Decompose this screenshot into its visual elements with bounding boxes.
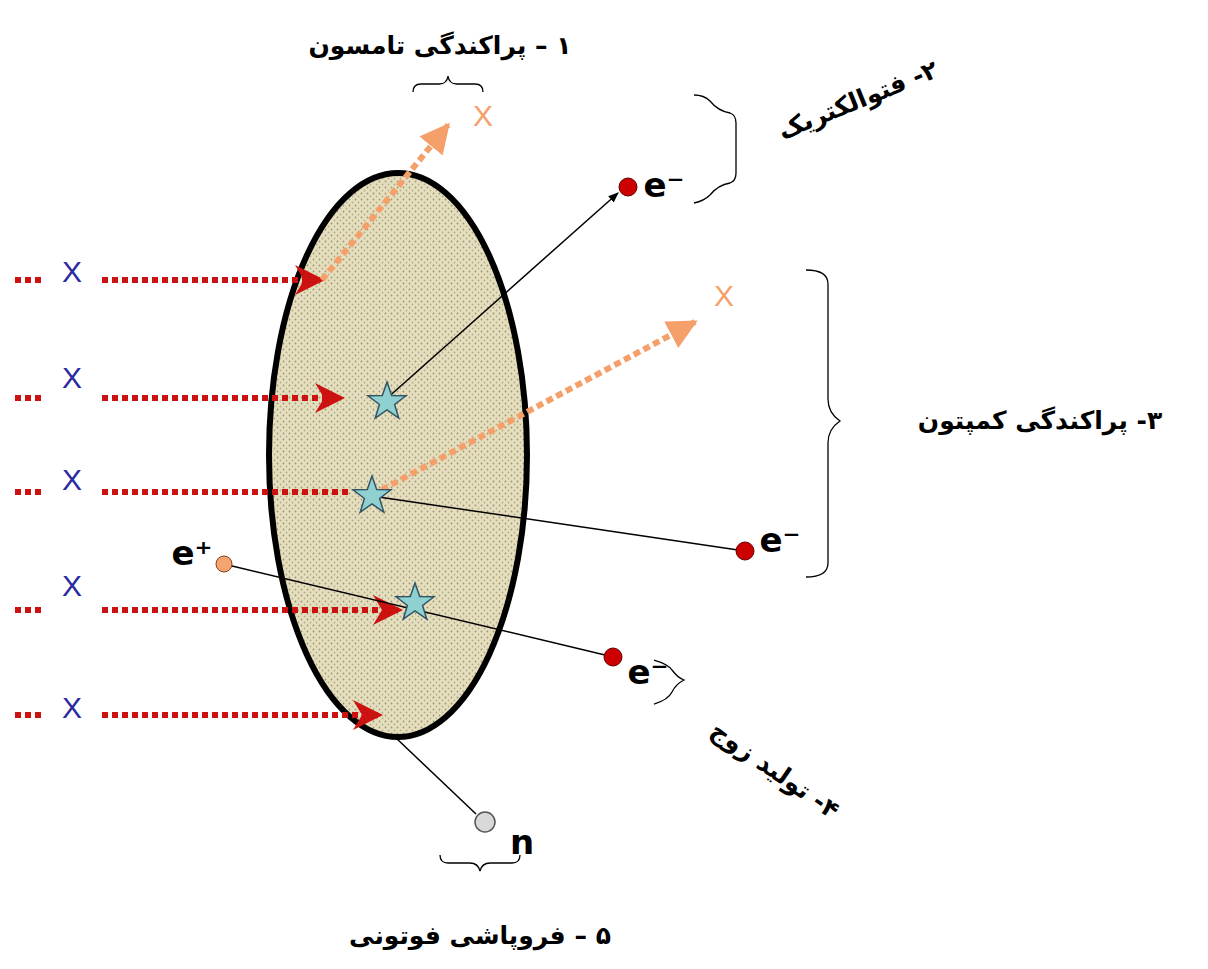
particle-label: e⁻ (759, 520, 800, 560)
photon-label: X (473, 99, 493, 133)
particle-label: e⁻ (643, 165, 684, 205)
photon-label: X (714, 279, 734, 313)
particle-label: n (510, 822, 534, 862)
process-label: ۱ – پراکندگی تامسون (308, 31, 571, 60)
process-label: ۴- تولید زوج (705, 715, 845, 825)
process-label: ۳- پراکندگی کمپتون (918, 406, 1162, 435)
photon-label: X (62, 463, 82, 497)
photon-label: X (62, 569, 82, 603)
particle-label: e⁻ (627, 652, 668, 692)
particle-label: e⁺ (171, 533, 212, 573)
process-label: ۵ – فروپاشی فوتونی (349, 921, 611, 950)
photon-label: X (62, 361, 82, 395)
photon-label: X (62, 691, 82, 725)
process-label: ۲- فتوالکتریک (774, 55, 942, 146)
photon-label: X (62, 255, 82, 289)
